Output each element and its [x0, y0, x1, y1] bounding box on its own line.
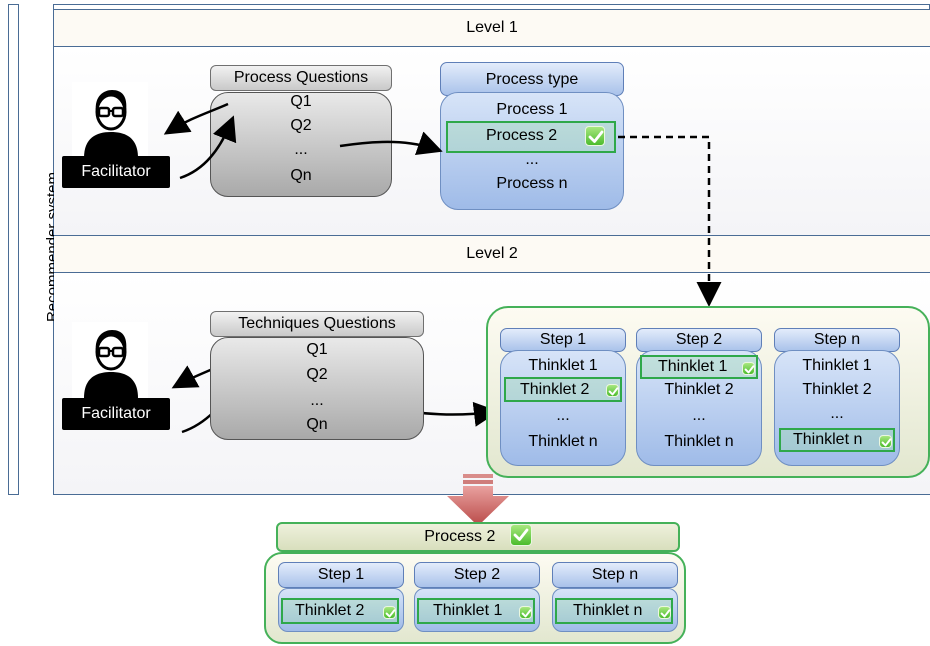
thinklet-item: Thinklet 1	[433, 602, 503, 619]
techniques-questions-title: Techniques Questions	[210, 311, 424, 337]
step-n-box: Thinklet 1 Thinklet 2 ...	[774, 350, 900, 466]
result-process-title: Process 2	[424, 528, 496, 545]
step-2-title: Step 2	[636, 328, 762, 352]
thinklet-item: Thinklet 1	[658, 358, 728, 375]
check-icon	[658, 606, 671, 619]
check-icon	[585, 126, 605, 146]
step-1-title: Step 1	[500, 328, 626, 352]
thinklet-item: Thinklet 2	[520, 381, 590, 398]
result-step-2-title: Step 2	[414, 562, 540, 588]
process-item-ellipsis: ...	[525, 151, 539, 168]
process-type-title: Process type	[440, 62, 624, 96]
process-item-2: Process 2	[486, 127, 558, 144]
level-2-header: Level 2	[54, 235, 930, 273]
thinklet-item: Thinklet n	[664, 433, 734, 450]
side-column: Recommender system	[18, 4, 61, 495]
down-arrow-icon	[445, 474, 511, 526]
question-ellipsis: ...	[294, 141, 308, 158]
question-q1: Q1	[306, 341, 328, 358]
result-step-n-title: Step n	[552, 562, 678, 588]
result-step-n-box	[552, 588, 678, 632]
step-n-title: Step n	[774, 328, 900, 352]
selected-thinklet-highlight: Thinklet 1	[640, 355, 758, 379]
facilitator-label-2: Facilitator	[62, 398, 170, 430]
selected-thinklet-highlight: Thinklet n	[555, 598, 673, 624]
question-q2: Q2	[306, 366, 328, 383]
thinklet-item: Thinklet 1	[528, 357, 598, 374]
thinklet-item: Thinklet 1	[802, 357, 872, 374]
check-icon	[509, 523, 532, 546]
process-item-n: Process n	[496, 175, 568, 192]
thinklet-item: Thinklet 2	[295, 602, 365, 619]
selected-thinklet-highlight: Thinklet 1	[417, 598, 535, 624]
level-1-header: Level 1	[54, 9, 930, 47]
question-qn: Qn	[290, 167, 312, 184]
selected-thinklet-highlight: Thinklet 2	[281, 598, 399, 624]
facilitator-label-1: Facilitator	[62, 156, 170, 188]
question-ellipsis: ...	[310, 392, 324, 409]
check-icon	[879, 435, 892, 448]
step-1-box: Thinklet 1 ... Thinklet n	[500, 350, 626, 466]
process-item-1: Process 1	[496, 101, 568, 118]
person-icon	[72, 82, 148, 158]
result-step-1-title: Step 1	[278, 562, 404, 588]
question-q1: Q1	[290, 93, 312, 110]
techniques-questions-box: Q1 Q2 ... Qn	[210, 337, 424, 440]
selected-thinklet-highlight: Thinklet 2	[504, 377, 622, 402]
thinklet-item: Thinklet n	[573, 602, 643, 619]
check-icon	[519, 606, 532, 619]
process-questions-title: Process Questions	[210, 65, 392, 91]
check-icon	[383, 606, 396, 619]
thinklet-ellipsis: ...	[830, 405, 844, 422]
result-process-header: Process 2	[276, 522, 680, 552]
thinklet-ellipsis: ...	[692, 407, 706, 424]
check-icon	[742, 362, 755, 375]
thinklet-item: Thinklet n	[528, 433, 598, 450]
question-qn: Qn	[306, 416, 328, 433]
check-icon	[606, 384, 619, 397]
selected-process-highlight: Process 2	[446, 121, 616, 153]
thinklet-item: Thinklet 2	[802, 381, 872, 398]
thinklet-item: Thinklet n	[793, 431, 863, 448]
person-icon	[72, 322, 148, 398]
thinklet-ellipsis: ...	[556, 407, 570, 424]
question-q2: Q2	[290, 117, 312, 134]
thinklet-item: Thinklet 2	[664, 381, 734, 398]
selected-thinklet-highlight: Thinklet n	[779, 428, 895, 452]
step-2-box: Thinklet 2 ... Thinklet n	[636, 350, 762, 466]
